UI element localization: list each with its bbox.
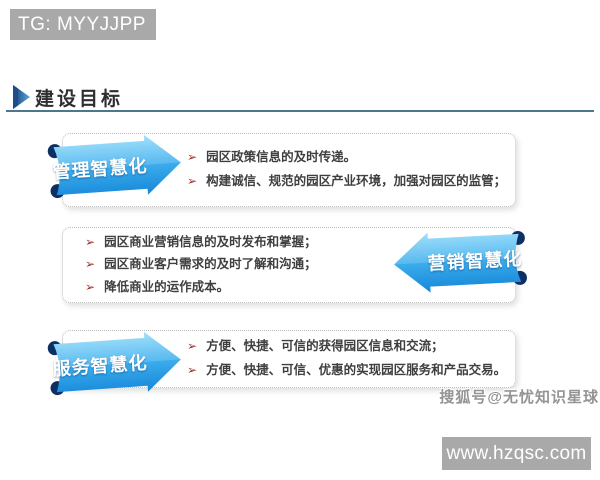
- list-item: ➢ 构建诚信、规范的园区产业环境，加强对园区的监管；: [187, 174, 507, 190]
- ribbon-arrow-right-icon: [47, 331, 181, 396]
- bullet-text: 园区政策信息的及时传递。: [206, 150, 357, 165]
- arrow-bullet-icon: ➢: [85, 257, 96, 272]
- watermark-top-left-text: TG: MYYJJPP: [18, 13, 146, 35]
- bullet-text: 方便、快捷、可信、优惠的实现园区服务和产品交易。: [206, 363, 507, 377]
- ribbon-arrow-right-icon: [47, 134, 181, 199]
- bullet-text: 方便、快捷、可信的获得园区信息和交流；: [206, 339, 444, 354]
- bullet-text: 园区商业营销信息的及时发布和掌握；: [104, 234, 317, 249]
- arrow-bullet-icon: ➢: [187, 150, 198, 165]
- arrow-bullet-icon: ➢: [85, 279, 96, 294]
- watermark-url-text: www.hzqsc.com: [446, 442, 587, 464]
- ribbon-banner-management: 管理智慧化: [45, 131, 185, 202]
- list-item: ➢ 降低商业的运作成本。: [85, 280, 365, 296]
- bullet-list: ➢ 园区商业营销信息的及时发布和掌握； ➢ 园区商业客户需求的及时了解和沟通； …: [85, 228, 365, 302]
- play-triangle-icon: [13, 85, 30, 109]
- list-item: ➢ 方便、快捷、可信、优惠的实现园区服务和产品交易。: [187, 363, 507, 379]
- sohu-watermark: 搜狐号@无忧知识星球: [439, 389, 599, 406]
- list-item: ➢ 园区商业客户需求的及时了解和沟通；: [85, 257, 365, 273]
- arrow-bullet-icon: ➢: [187, 363, 198, 377]
- title-divider: [6, 110, 594, 112]
- bullet-list: ➢ 方便、快捷、可信的获得园区信息和交流； ➢ 方便、快捷、可信、优惠的实现园区…: [187, 331, 507, 387]
- ribbon-banner-service: 服务智慧化: [45, 328, 185, 399]
- list-item: ➢ 园区商业营销信息的及时发布和掌握；: [85, 235, 365, 251]
- bullet-list: ➢ 园区政策信息的及时传递。 ➢ 构建诚信、规范的园区产业环境，加强对园区的监管…: [187, 134, 507, 206]
- banner-label: 营销智慧化: [427, 248, 523, 274]
- bullet-text: 园区商业客户需求的及时了解和沟通；: [104, 257, 317, 272]
- list-item: ➢ 园区政策信息的及时传递。: [187, 150, 505, 166]
- ribbon-arrow-left-icon: [394, 230, 527, 293]
- arrow-bullet-icon: ➢: [187, 339, 198, 354]
- watermark-url-box: www.hzqsc.com: [442, 437, 591, 470]
- page-title-block: 建设目标: [13, 84, 123, 110]
- ribbon-banner-marketing: 营销智慧化: [390, 226, 529, 295]
- bullet-text: 降低商业的运作成本。: [104, 279, 230, 294]
- bullet-text: 构建诚信、规范的园区产业环境，加强对园区的监管；: [206, 174, 507, 188]
- arrow-bullet-icon: ➢: [85, 234, 96, 249]
- banner-label: 服务智慧化: [52, 352, 149, 380]
- banner-label: 管理智慧化: [52, 155, 149, 183]
- page-title: 建设目标: [35, 88, 124, 110]
- list-item: ➢ 方便、快捷、可信的获得园区信息和交流；: [187, 339, 505, 355]
- arrow-bullet-icon: ➢: [187, 174, 198, 188]
- watermark-top-left: TG: MYYJJPP: [10, 9, 156, 40]
